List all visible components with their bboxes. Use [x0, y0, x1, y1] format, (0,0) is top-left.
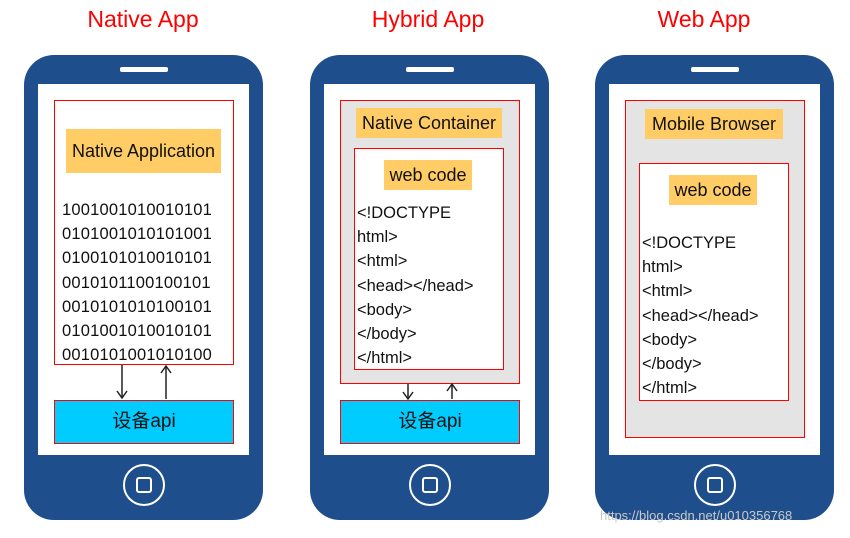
speaker-icon	[405, 67, 454, 72]
code-line: <head></head>	[357, 276, 474, 295]
hybrid-phone: Native Container web code <!DOCTYPE html…	[310, 55, 549, 520]
native-screen: Native Application 1001001010010101 0101…	[38, 84, 249, 455]
code-line: html>	[357, 228, 398, 247]
binary-line: 0100101010010101	[62, 249, 213, 268]
code-line: </html>	[357, 349, 413, 368]
speaker-icon	[690, 67, 739, 72]
hybrid-api-arrows	[402, 382, 458, 401]
binary-line: 0010101001010100	[62, 346, 213, 365]
code-line: <body>	[642, 330, 698, 349]
device-api-box: 设备api	[54, 400, 234, 444]
code-line: </body>	[642, 355, 702, 374]
binary-line: 1001001010010101	[62, 201, 213, 219]
up-arrow-head	[446, 382, 458, 392]
binary-code: 1001001010010101 0101001010101001 010010…	[62, 198, 212, 367]
mobile-browser-label: Mobile Browser	[645, 109, 783, 139]
device-api-box: 设备api	[340, 400, 520, 444]
code-line: </html>	[642, 379, 698, 398]
home-square-icon	[135, 477, 152, 493]
down-arrow-head	[402, 391, 414, 401]
code-line: </body>	[357, 325, 417, 344]
web-code-label: web code	[669, 175, 757, 205]
html-code: <!DOCTYPE html> <html> <head></head> <bo…	[642, 231, 759, 400]
web-code-box: web code <!DOCTYPE html> <html> <head></…	[639, 163, 789, 401]
home-button-icon	[122, 464, 165, 506]
code-line: <body>	[357, 300, 413, 319]
web-phone: Mobile Browser web code <!DOCTYPE html> …	[595, 55, 834, 520]
native-container-box: Native Container web code <!DOCTYPE html…	[340, 100, 520, 384]
binary-line: 0101001010010101	[62, 322, 213, 341]
binary-line: 0101001010101001	[62, 225, 213, 244]
native-container-label: Native Container	[356, 108, 502, 138]
speaker-icon	[119, 67, 168, 72]
native-application-box: Native Application 1001001010010101 0101…	[54, 100, 234, 365]
hybrid-app-title: Hybrid App	[371, 6, 485, 32]
code-line: <html>	[642, 282, 693, 301]
up-arrow-head	[160, 364, 172, 374]
hybrid-screen: Native Container web code <!DOCTYPE html…	[324, 84, 535, 455]
code-line: html>	[642, 258, 683, 277]
native-app-title: Native App	[87, 6, 199, 32]
web-app-title: Web App	[657, 6, 751, 32]
web-code-box: web code <!DOCTYPE html> <html> <head></…	[354, 148, 504, 370]
home-square-icon	[421, 477, 438, 493]
code-line: <head></head>	[642, 306, 759, 325]
home-button-icon	[408, 464, 451, 506]
code-line: <html>	[357, 252, 408, 271]
mobile-browser-box: Mobile Browser web code <!DOCTYPE html> …	[625, 100, 805, 438]
web-code-label: web code	[384, 160, 472, 190]
binary-line: 0010101100100101	[62, 273, 211, 292]
binary-line: 0010101010100101	[62, 297, 213, 316]
down-arrow-head	[116, 390, 128, 400]
code-line: <!DOCTYPE	[357, 204, 451, 222]
native-phone: Native Application 1001001010010101 0101…	[24, 55, 263, 520]
home-button-icon	[693, 464, 736, 506]
html-code: <!DOCTYPE html> <html> <head></head> <bo…	[357, 201, 474, 370]
native-application-label: Native Application	[66, 129, 221, 173]
native-api-arrows	[116, 364, 172, 400]
web-screen: Mobile Browser web code <!DOCTYPE html> …	[609, 84, 820, 455]
home-square-icon	[706, 477, 723, 493]
watermark-url: https://blog.csdn.net/u010356768	[600, 508, 793, 523]
code-line: <!DOCTYPE	[642, 234, 736, 252]
